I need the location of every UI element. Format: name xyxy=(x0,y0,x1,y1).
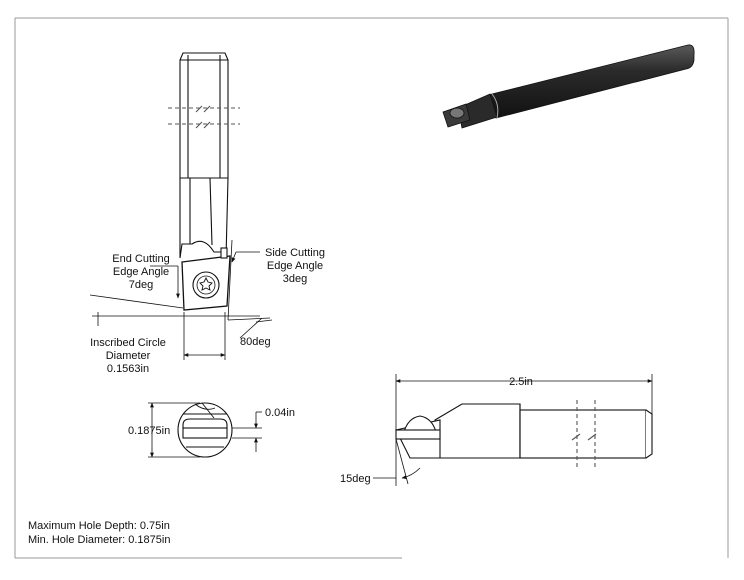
inscribed-circle-value: 0.1563in xyxy=(107,363,149,375)
shank-diameter-label: 0.1875in xyxy=(128,425,170,437)
side-cutting-label-2: Edge Angle xyxy=(267,260,323,272)
drawing-notes: Maximum Hole Depth: 0.75in Min. Hole Dia… xyxy=(28,520,170,546)
side-view-dimensions xyxy=(373,374,653,486)
side-cutting-value: 3deg xyxy=(283,273,307,285)
max-hole-depth-note: Maximum Hole Depth: 0.75in xyxy=(28,520,170,532)
overall-length-label: 2.5in xyxy=(509,376,533,388)
end-view-dimensions xyxy=(148,402,262,458)
side-cutting-label-1: Side Cutting xyxy=(265,247,325,259)
end-cutting-label-2: Edge Angle xyxy=(113,266,169,278)
inscribed-circle-label-1: Inscribed Circle xyxy=(90,337,166,349)
isometric-view xyxy=(442,44,695,129)
sheet-border xyxy=(14,17,729,559)
end-cutting-label-1: End Cutting xyxy=(112,253,169,265)
insert-angle-label: 80deg xyxy=(240,336,271,348)
front-view-labels: End Cutting Edge Angle 7deg Side Cutting… xyxy=(90,247,325,375)
clearance-angle-label: 15deg xyxy=(340,473,371,485)
front-view xyxy=(168,52,240,311)
end-cutting-value: 7deg xyxy=(129,279,153,291)
side-view xyxy=(395,400,653,468)
front-view-dimensions xyxy=(89,239,273,360)
inscribed-circle-label-2: Diameter xyxy=(106,350,151,362)
end-view xyxy=(177,402,233,458)
tip-height-label: 0.04in xyxy=(265,407,295,419)
min-hole-diameter-note: Min. Hole Diameter: 0.1875in xyxy=(28,534,170,546)
